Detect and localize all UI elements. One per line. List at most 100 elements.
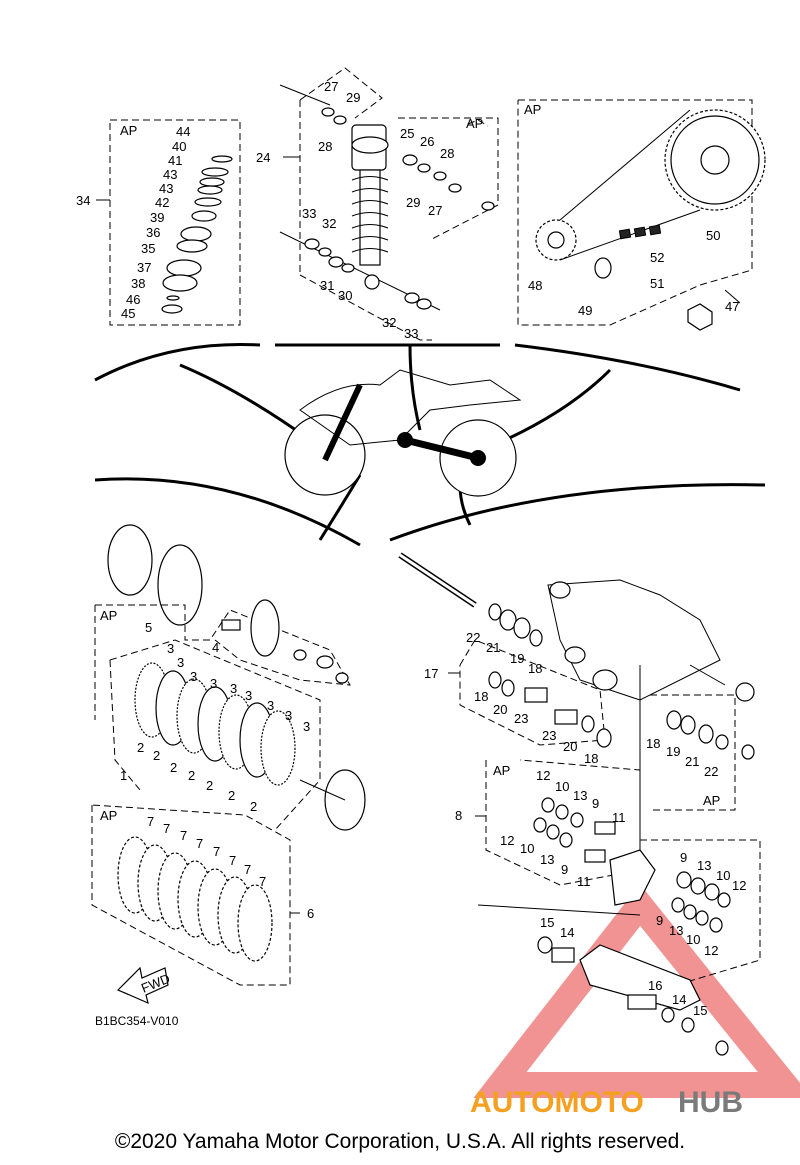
- callout: 13: [669, 923, 683, 938]
- callout: 2: [188, 768, 195, 783]
- callout: 22: [466, 630, 480, 645]
- ap-marker: AP: [466, 116, 483, 131]
- callout: 12: [704, 943, 718, 958]
- callout: 6: [307, 906, 314, 921]
- ap-marker: AP: [524, 102, 541, 117]
- callout: 9: [656, 913, 663, 928]
- ap-marker: AP: [493, 763, 510, 778]
- callout: 16: [648, 978, 662, 993]
- callout: 7: [213, 844, 220, 859]
- callout: 2: [228, 788, 235, 803]
- callout: 11: [577, 874, 591, 889]
- callout: 18: [474, 689, 488, 704]
- friction-plate-group: AP: [91, 804, 300, 986]
- callout: 3: [267, 698, 274, 713]
- callout: 44: [176, 124, 190, 139]
- callout: 35: [141, 241, 155, 256]
- watermark-part1: AUTOMOTO: [470, 1086, 644, 1119]
- callout: 36: [146, 225, 160, 240]
- callout: 10: [716, 868, 730, 883]
- ap-marker: AP: [703, 793, 720, 808]
- callout: 3: [177, 655, 184, 670]
- callout: 34: [76, 193, 90, 208]
- callout: 29: [406, 195, 420, 210]
- callout: 33: [302, 206, 316, 221]
- pointer-lines: [94, 342, 766, 547]
- callout: 24: [256, 150, 270, 165]
- callout: 4: [212, 640, 219, 655]
- motorcycle-silhouette: [284, 369, 522, 497]
- callout: 3: [230, 681, 237, 696]
- callout: 3: [210, 676, 217, 691]
- callout: 10: [555, 779, 569, 794]
- callout: 40: [172, 139, 186, 154]
- callout: 8: [455, 808, 462, 823]
- callout: 2: [153, 748, 160, 763]
- callout: 52: [650, 250, 664, 265]
- callout: 7: [163, 821, 170, 836]
- callout: 20: [493, 702, 507, 717]
- callout: 15: [693, 1003, 707, 1018]
- callout: 13: [573, 788, 587, 803]
- callout: 15: [540, 915, 554, 930]
- callout: 29: [346, 90, 360, 105]
- callout: 18: [528, 661, 542, 676]
- swingarm-group: AP AP: [398, 552, 761, 1056]
- callout: 14: [672, 992, 686, 1007]
- callout: 38: [131, 276, 145, 291]
- callout: 18: [584, 751, 598, 766]
- ap-marker: AP: [100, 608, 117, 623]
- watermark-text: AUTOMOTO HUB: [470, 1086, 743, 1119]
- diagram-code: B1BC354-V010: [95, 1014, 179, 1028]
- callout: 49: [578, 303, 592, 318]
- chain-link: [618, 224, 662, 240]
- callout: 51: [650, 276, 664, 291]
- callout: 32: [322, 216, 336, 231]
- callout: 26: [420, 134, 434, 149]
- callout: 2: [206, 778, 213, 793]
- callout: 22: [704, 764, 718, 779]
- callout: 43: [163, 167, 177, 182]
- callout: 33: [404, 326, 418, 341]
- callout: 28: [440, 146, 454, 161]
- drive-chain-group: AP: [517, 99, 766, 331]
- callout: 43: [159, 181, 173, 196]
- fwd-label: FWD: [139, 971, 172, 996]
- callout: 3: [303, 719, 310, 734]
- callout: 9: [680, 850, 687, 865]
- callout: 5: [145, 620, 152, 635]
- watermark-part2: HUB: [678, 1086, 743, 1119]
- callout: 19: [510, 651, 524, 666]
- callout: 3: [285, 708, 292, 723]
- callout: 7: [147, 814, 154, 829]
- callout: 10: [686, 932, 700, 947]
- callout: 32: [382, 315, 396, 330]
- callout: 13: [540, 852, 554, 867]
- callout: 3: [190, 669, 197, 684]
- callout: 10: [520, 841, 534, 856]
- callout: 2: [137, 740, 144, 755]
- callout: 45: [121, 306, 135, 321]
- watermark-triangle: [473, 884, 800, 1098]
- callout: 12: [732, 878, 746, 893]
- callout: 9: [592, 796, 599, 811]
- callout: 12: [536, 768, 550, 783]
- callout-labels: 44 40 41 43 43 42 39 36 35 37 38 46 45 3…: [76, 79, 746, 1018]
- callout: 2: [170, 760, 177, 775]
- callout: 18: [646, 736, 660, 751]
- callout: 31: [320, 278, 334, 293]
- rear-shock-group: [279, 67, 499, 341]
- callout: 39: [150, 210, 164, 225]
- callout: 3: [245, 688, 252, 703]
- steering-bearing-group: AP: [96, 119, 241, 326]
- callout: 46: [126, 292, 140, 307]
- callout: 14: [560, 925, 574, 940]
- callout: 23: [514, 711, 528, 726]
- callout: 50: [706, 228, 720, 243]
- clutch-plates: [134, 662, 296, 786]
- callout: 2: [250, 799, 257, 814]
- callout: 7: [229, 853, 236, 868]
- callout: 27: [428, 203, 442, 218]
- ap-marker: AP: [100, 808, 117, 823]
